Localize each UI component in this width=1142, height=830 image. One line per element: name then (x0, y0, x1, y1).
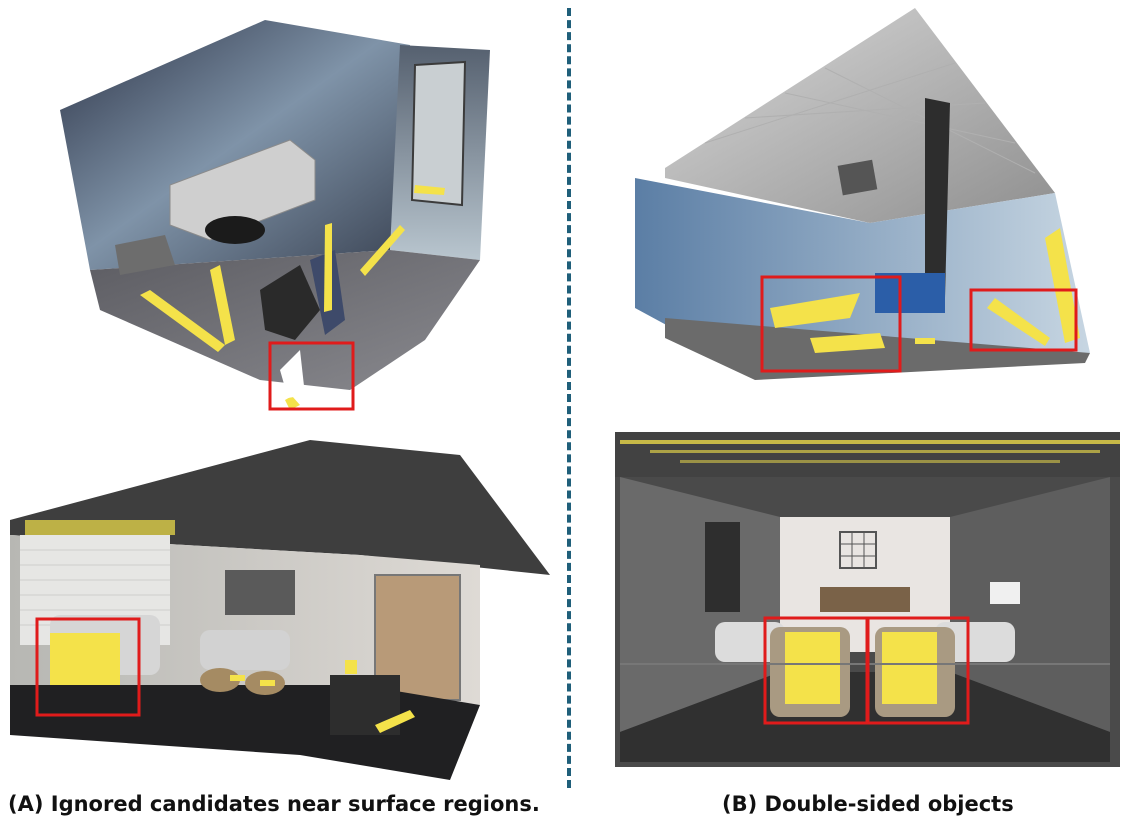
panel-b-top (625, 8, 1110, 393)
panel-a-bottom (10, 435, 550, 780)
panel-b-bottom (590, 432, 1140, 777)
caption-left: (A) Ignored candidates near surface regi… (8, 792, 540, 816)
caption-right: (B) Double-sided objects (722, 792, 1014, 816)
panel-a-top (60, 10, 500, 415)
panel-divider (567, 8, 571, 788)
